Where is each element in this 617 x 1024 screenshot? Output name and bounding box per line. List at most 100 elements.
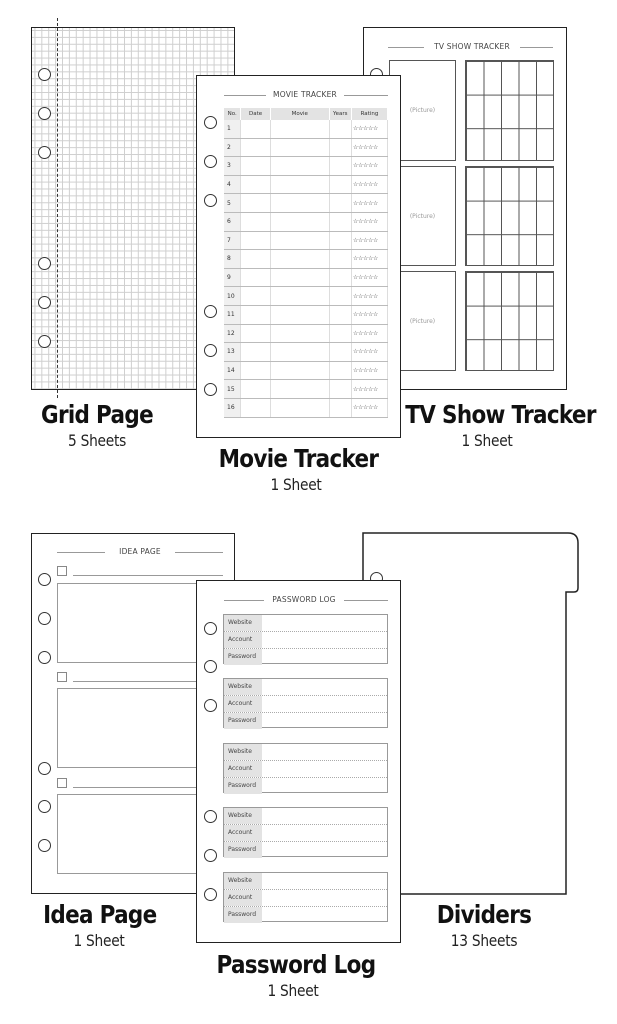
password-entry-row: Website [224,873,387,890]
movie-ring-hole [204,116,217,129]
password-entry-row: Password [224,649,387,665]
password-field-label: Website [224,615,262,631]
movie-years-cell [329,175,352,195]
movie-table-row: 10☆☆☆☆☆ [224,286,389,306]
idea-title-line [73,681,223,682]
col-movie: Movie [270,108,330,120]
movie-years-cell [329,324,352,344]
movie-title-cell [270,361,330,381]
idea-header-rule [57,552,105,553]
movie-rating-stars: ☆☆☆☆☆ [351,193,389,213]
movie-title-cell [270,305,330,325]
idea-title-line [73,787,223,788]
movie-title-cell [270,342,330,362]
movie-years-cell [329,286,352,306]
movie-date-cell [240,379,271,399]
password-entry-row: Account [224,632,387,649]
password-entry-row: Account [224,696,387,713]
password-entry-row: Password [224,713,387,729]
password-header-title: PASSWORD LOG [272,595,336,604]
password-field-label: Website [224,679,262,695]
password-entry-row: Account [224,825,387,842]
movie-years-cell [329,305,352,325]
movie-date-cell [240,249,271,269]
movie-row-number: 2 [224,138,242,158]
movie-table-row: 3☆☆☆☆☆ [224,156,389,176]
movie-header-title: MOVIE TRACKER [273,90,337,99]
movie-header-rule [224,95,266,96]
movie-date-cell [240,398,271,418]
movie-years-cell [329,379,352,399]
col-no: No. [224,108,242,120]
movie-years-cell [329,342,352,362]
dividers-caption: Dividers 13 Sheets [416,900,552,950]
movie-date-cell [240,193,271,213]
tv-tracker-count: 1 Sheet [461,431,513,450]
movie-title-cell [270,193,330,213]
movie-rating-stars: ☆☆☆☆☆ [351,249,389,269]
idea-header-rule [175,552,223,553]
movie-table-row: 2 ☆☆☆☆☆ [224,138,389,158]
col-date: Date [240,108,271,120]
movie-table-row: 12☆☆☆☆☆ [224,324,389,344]
password-entry-row: Website [224,679,387,696]
idea-ring-hole [38,839,51,852]
idea-title-line [73,575,223,576]
tv-episode-grid [465,60,554,161]
grid-page-title: Grid Page [41,400,154,429]
movie-tracker-title: Movie Tracker [218,444,379,473]
movie-date-cell [240,175,271,195]
password-ring-hole [204,622,217,635]
movie-years-cell [329,120,352,139]
password-entry-row: Password [224,778,387,794]
movie-title-cell [270,249,330,269]
idea-page-caption: Idea Page 1 Sheet [34,900,164,950]
movie-tracker-count: 1 Sheet [270,475,322,494]
tv-header-rule [520,47,553,48]
movie-date-cell [240,268,271,288]
movie-date-cell [240,138,271,158]
movie-title-cell [270,268,330,288]
password-ring-hole [204,888,217,901]
password-log-caption: Password Log 1 Sheet [204,950,382,1000]
password-entry-row: Website [224,615,387,632]
movie-table-row: 5☆☆☆☆☆ [224,193,389,213]
movie-ring-hole [204,194,217,207]
col-rating: Rating [351,108,389,120]
movie-table-row: 6☆☆☆☆☆ [224,212,389,232]
password-ring-hole [204,660,217,673]
movie-row-number: 13 [224,342,242,362]
password-ring-hole [204,699,217,712]
movie-date-cell [240,324,271,344]
movie-ring-hole [204,344,217,357]
movie-title-cell [270,379,330,399]
password-field-label: Account [224,761,262,777]
movie-date-cell [240,286,271,306]
movie-rating-stars: ☆☆☆☆☆ [351,138,389,158]
password-field-label: Password [224,778,262,794]
idea-checkbox [57,778,67,788]
movie-table-row: 14☆☆☆☆☆ [224,361,389,381]
movie-rating-stars: ☆☆☆☆☆ [351,212,389,232]
dividers-count: 13 Sheets [450,931,518,950]
idea-page-title: Idea Page [43,900,157,929]
movie-rating-stars: ☆☆☆☆☆ [351,268,389,288]
idea-ring-hole [38,612,51,625]
movie-table-row: 13☆☆☆☆☆ [224,342,389,362]
movie-title-cell [270,398,330,418]
password-log-count: 1 Sheet [267,981,319,1000]
movie-date-cell [240,212,271,232]
movie-rating-stars: ☆☆☆☆☆ [351,120,389,139]
idea-page-count: 1 Sheet [73,931,125,950]
movie-table-row: 9 ☆☆☆☆☆ [224,268,389,288]
tv-episode-grid [465,166,554,266]
movie-years-cell [329,156,352,176]
movie-header-rule [344,95,388,96]
tv-episode-grid [465,271,554,371]
movie-row-number: 8 [224,249,242,269]
movie-row-number: 9 [224,268,242,288]
